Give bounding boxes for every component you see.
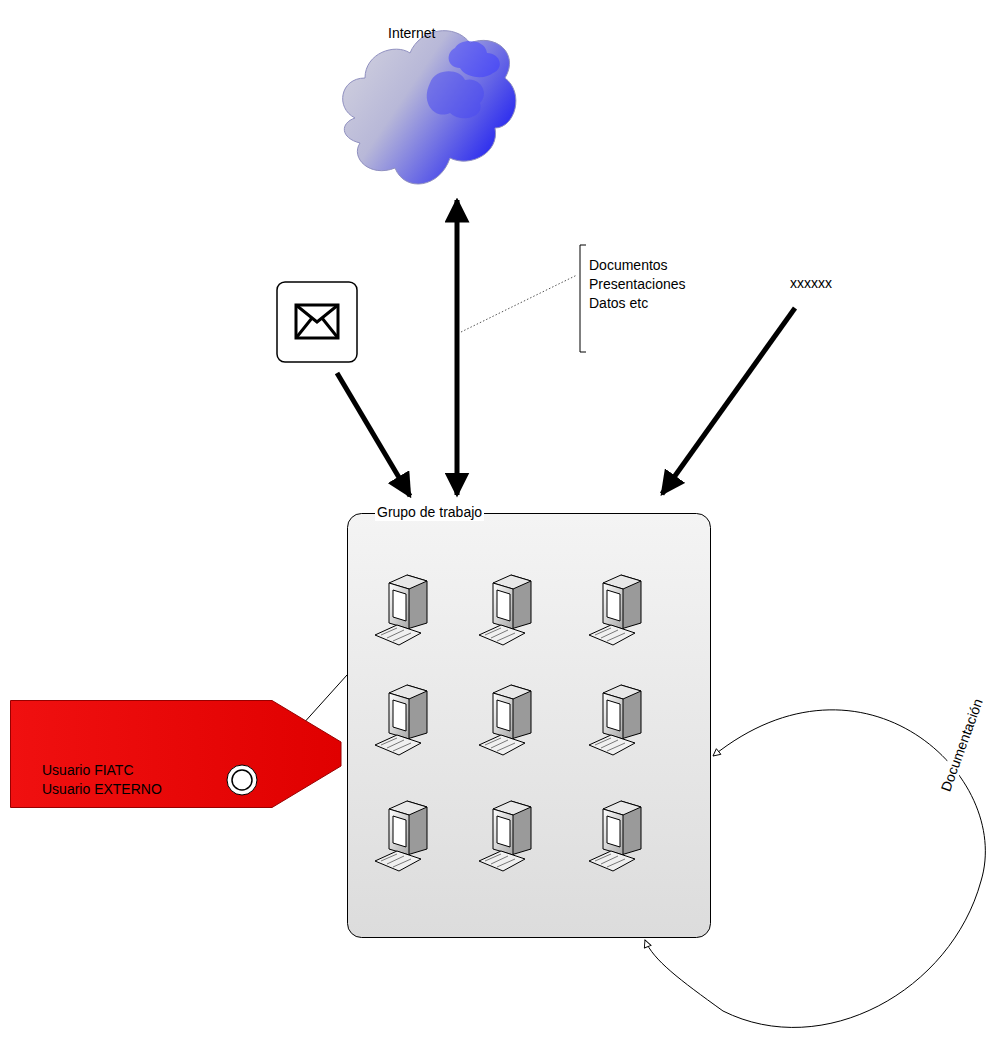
input-label: xxxxxx <box>790 275 832 291</box>
group-box: Grupo de trabajo <box>347 513 711 938</box>
computer-icon <box>479 685 531 755</box>
computer-icon <box>589 575 641 645</box>
mail-arrow <box>337 373 410 496</box>
computer-icon <box>589 685 641 755</box>
computer-icon <box>375 575 427 645</box>
cloud-node: Internet <box>335 8 520 198</box>
user-tag: Usuario FIATC Usuario EXTERNO <box>10 700 342 808</box>
edge-label: Documentación <box>937 695 987 796</box>
group-shape <box>347 513 711 938</box>
node-text: Usuario EXTERNO <box>42 781 162 797</box>
node-text: Grupo de trabajo <box>375 504 484 521</box>
computer-icon <box>479 801 531 871</box>
computer-icon <box>375 801 427 871</box>
content-list: Documentos Presentaciones Datos etc <box>589 256 686 313</box>
mail-icon <box>277 282 357 362</box>
node-text: Internet <box>388 25 435 41</box>
input-arrow <box>662 308 795 494</box>
connector <box>455 200 460 495</box>
computer-icon <box>589 801 641 871</box>
computer-icon <box>479 575 531 645</box>
bracket <box>580 245 586 352</box>
node-text: Usuario FIATC <box>42 762 134 778</box>
leader-line <box>461 275 577 332</box>
computer-icon <box>375 685 427 755</box>
